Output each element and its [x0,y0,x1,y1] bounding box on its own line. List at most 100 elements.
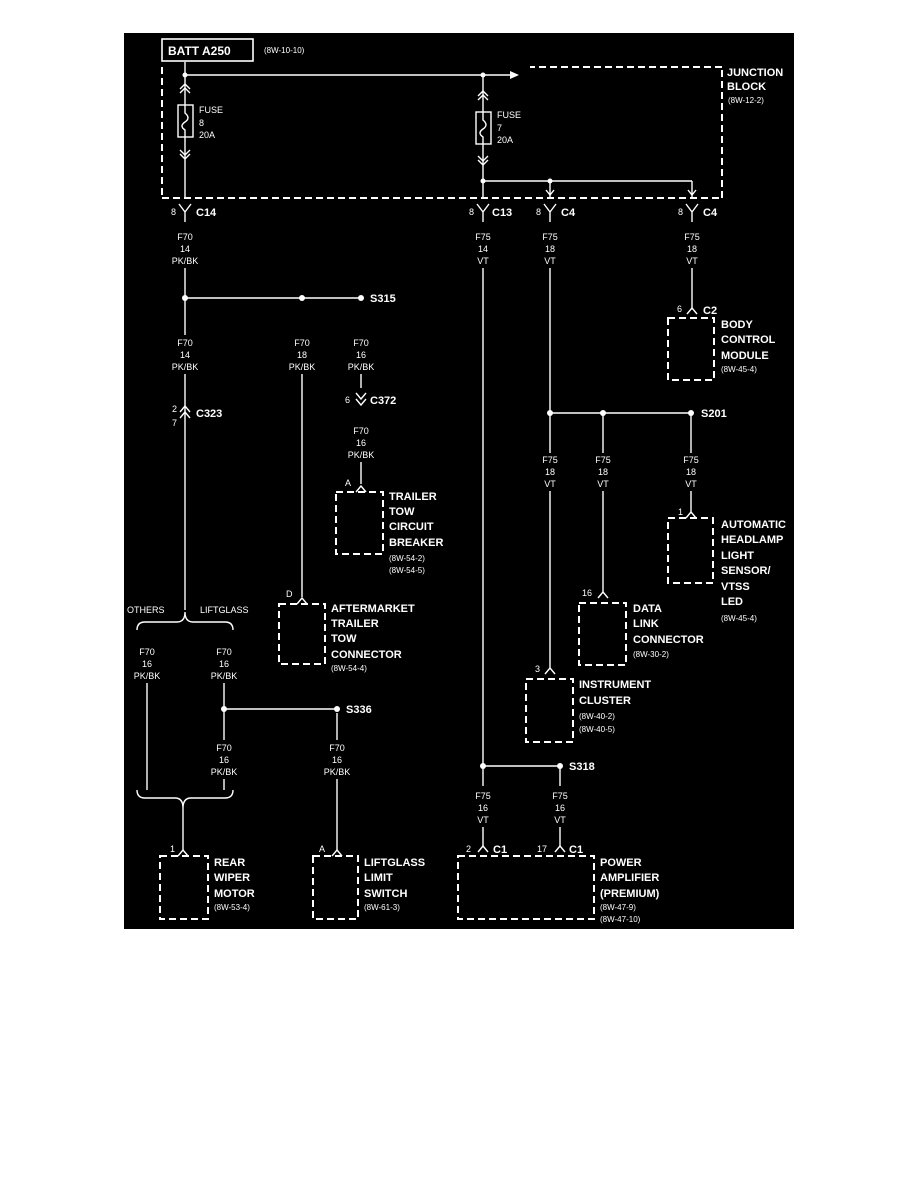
liftglass-switch-pin: A [319,844,325,854]
cluster-connector [544,666,556,675]
c4b-inner-chevron [687,189,697,197]
svg-text:F70: F70 [216,647,232,657]
junction-block-outline [161,66,723,199]
cluster-pin: 3 [535,664,540,674]
wire-label-w1: F70 14 PK/BK [172,232,199,266]
c372-name: C372 [370,395,396,407]
aftermarket-ref1: (8W-54-4) [331,664,367,673]
amplifier-ref2: (8W-47-10) [600,915,641,924]
trailer-breaker-ref1: (8W-54-2) [389,554,425,563]
svg-text:16: 16 [332,755,342,765]
headlamp-sensor-box [667,517,714,584]
svg-text:16: 16 [356,350,366,360]
wire-label-w4: F75 18 VT [684,232,700,266]
svg-text:F70: F70 [329,743,345,753]
liftglass-switch-connector [331,848,343,857]
c323-symbol [179,404,191,419]
cluster-box [525,678,574,743]
junction-block-title-1: JUNCTION [727,67,783,79]
svg-text:F70: F70 [139,647,155,657]
wire-label-w8: F70 16 PK/BK [348,426,375,460]
svg-text:F70: F70 [177,232,193,242]
trailer-breaker-ref2: (8W-54-5) [389,566,425,575]
fuse8-top-chevron [179,83,191,94]
wire-label-w13: F70 16 PK/BK [211,647,238,681]
fuse8-word: FUSE [199,105,223,115]
c323-name: C323 [196,408,222,420]
fuse8-element [181,105,189,137]
svg-text:14: 14 [478,244,488,254]
c13-pin: 8 [469,207,474,217]
amplifier-l1: POWER [600,857,642,869]
c13-symbol [476,203,490,222]
c4a-symbol [543,203,557,222]
c4a-pin: 8 [536,207,541,217]
svg-text:18: 18 [545,244,555,254]
svg-text:14: 14 [180,244,190,254]
rear-wiper-l3: MOTOR [214,888,255,900]
svg-text:F70: F70 [216,743,232,753]
branch-liftglass: LIFTGLASS [200,605,249,615]
wire-label-w11: F75 18 VT [683,455,699,489]
fuse8-bottom-chevron [179,149,191,160]
aftermarket-box [278,603,326,665]
svg-text:F75: F75 [683,455,699,465]
data-link-connector [597,590,609,599]
data-link-box [578,602,627,666]
c2-name: C2 [703,305,717,317]
c4b-symbol [685,203,699,222]
c1a-symbol [477,844,489,853]
wire-label-w5: F70 14 PK/BK [172,338,199,372]
data-link-l2: LINK [633,618,659,630]
amplifier-l2: AMPLIFIER [600,872,659,884]
aftermarket-l4: CONNECTOR [331,649,402,661]
c14-pin: 8 [171,207,176,217]
svg-text:18: 18 [686,467,696,477]
bcm-ref1: (8W-45-4) [721,365,757,374]
rear-wiper-connector [177,848,189,857]
svg-text:F70: F70 [177,338,193,348]
rear-wiper-box [159,855,209,920]
aftermarket-pin: D [286,589,293,599]
trailer-breaker-connector [355,484,367,493]
svg-text:F75: F75 [542,232,558,242]
svg-text:18: 18 [598,467,608,477]
liftglass-switch-l3: SWITCH [364,888,407,900]
amplifier-ref1: (8W-47-9) [600,903,636,912]
headlamp-sensor-l6: LED [721,596,743,608]
headlamp-sensor-l3: LIGHT [721,550,754,562]
bcm-box [667,317,715,381]
c1a-pin: 2 [466,844,471,854]
svg-text:VT: VT [544,256,556,266]
amplifier-l3: (PREMIUM) [600,888,660,900]
liftglass-switch-l1: LIFTGLASS [364,857,425,869]
fuse7-amp: 20A [497,135,513,145]
amplifier-box [457,855,595,920]
wire-label-w16: F75 16 VT [475,791,491,825]
s315-label: S315 [370,293,396,305]
svg-text:16: 16 [478,803,488,813]
headlamp-sensor-connector [685,510,697,519]
data-link-l3: CONNECTOR [633,634,704,646]
wire-label-w15: F70 16 PK/BK [324,743,351,777]
svg-text:PK/BK: PK/BK [134,671,161,681]
wire-label-w10: F75 18 VT [595,455,611,489]
fuse7-bottom-chevron [477,155,489,166]
wire-label-w6: F70 18 PK/BK [289,338,316,372]
c372-symbol [355,392,367,407]
svg-text:16: 16 [555,803,565,813]
wire-label-w12: F70 16 PK/BK [134,647,161,681]
headlamp-sensor-l1: AUTOMATIC [721,519,786,531]
svg-text:18: 18 [297,350,307,360]
svg-text:F75: F75 [552,791,568,801]
fuse7-top-chevron [477,90,489,101]
liftglass-switch-ref1: (8W-61-3) [364,903,400,912]
svg-text:18: 18 [545,467,555,477]
svg-text:F75: F75 [475,791,491,801]
wire-label-w2: F75 14 VT [475,232,491,266]
svg-text:F70: F70 [353,338,369,348]
svg-text:PK/BK: PK/BK [172,256,199,266]
svg-text:VT: VT [544,479,556,489]
s201-label: S201 [701,408,727,420]
